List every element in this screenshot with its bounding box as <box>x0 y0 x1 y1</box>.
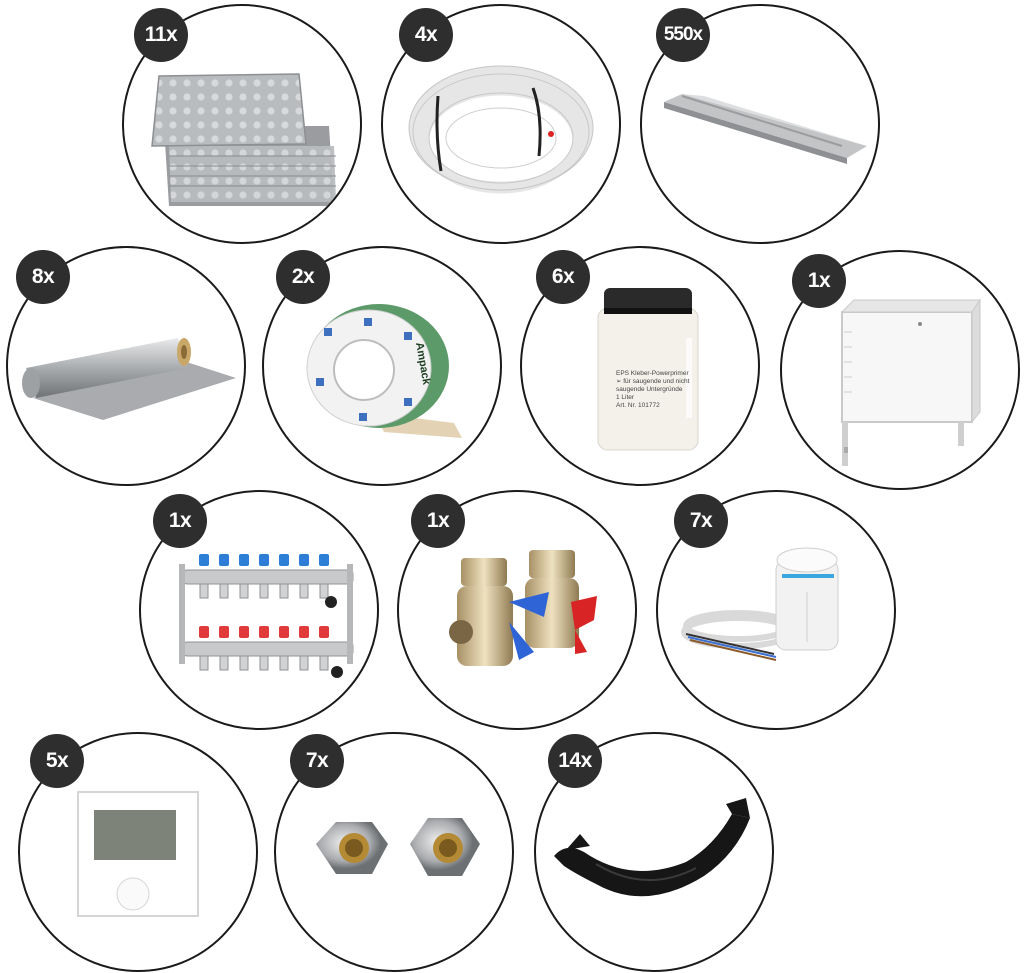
manifold-icon <box>179 554 354 678</box>
product-room-thermostat: 5x <box>18 732 258 972</box>
product-pipe-bend-supports: 14x <box>534 732 774 972</box>
product-heat-conducting-profiles: 550x <box>640 4 880 244</box>
quantity-badge: 4x <box>399 8 453 62</box>
insulation-boards-icon <box>151 73 336 206</box>
jar-label-line: ➢ für saugende und nicht <box>616 378 690 385</box>
pipe-coil-icon <box>408 65 594 194</box>
product-compression-fittings: 7x <box>274 732 514 972</box>
quantity-badge: 1x <box>792 254 846 308</box>
quantity-badge: 11x <box>134 8 188 62</box>
quantity-badge: 2x <box>276 250 330 304</box>
quantity-badge: 1x <box>153 494 207 548</box>
quantity-badge: 7x <box>674 494 728 548</box>
ball-valves-icon <box>449 550 597 666</box>
cabinet-icon <box>840 298 981 466</box>
quantity-badge: 550x <box>656 8 710 62</box>
product-edge-insulation-tape: Ampack 2x <box>262 246 502 486</box>
jar-label-line: Art. Nr. 101772 <box>616 402 660 409</box>
quantity-badge: 6x <box>536 250 590 304</box>
fittings-icon <box>316 818 480 876</box>
jar-label: EPS Kleber-Powerprimer ➢ für saugende un… <box>616 370 690 410</box>
quantity-badge: 14x <box>548 734 602 788</box>
primer-jar-icon <box>597 288 699 451</box>
jar-label-line: EPS Kleber-Powerprimer <box>616 370 689 377</box>
quantity-badge: 1x <box>411 494 465 548</box>
product-circle <box>122 4 362 244</box>
pipe-bend-icon <box>554 798 750 897</box>
quantity-badge: 7x <box>290 734 344 788</box>
quantity-badge: 8x <box>16 250 70 304</box>
product-ball-valves: 1x <box>397 490 637 730</box>
heat-profile-icon <box>664 94 867 164</box>
jar-label-line: saugende Untergründe <box>616 386 683 393</box>
product-thermal-actuator: 7x <box>656 490 896 730</box>
product-eps-insulation-boards: 11x <box>122 4 362 244</box>
tape-roll-icon: Ampack <box>306 304 462 438</box>
foil-roll-icon <box>22 338 236 420</box>
product-pex-pipe-coil: 4x <box>381 4 621 244</box>
product-distribution-cabinet: 1x <box>780 250 1020 490</box>
jar-label-line: 1 Liter <box>616 394 635 401</box>
actuator-icon <box>681 547 839 661</box>
product-manifold: 1x <box>139 490 379 730</box>
product-primer-jar: EPS Kleber-Powerprimer ➢ für saugende un… <box>520 246 760 486</box>
thermostat-icon <box>77 791 199 917</box>
quantity-badge: 5x <box>30 734 84 788</box>
product-foil-roll: 8x <box>6 246 246 486</box>
